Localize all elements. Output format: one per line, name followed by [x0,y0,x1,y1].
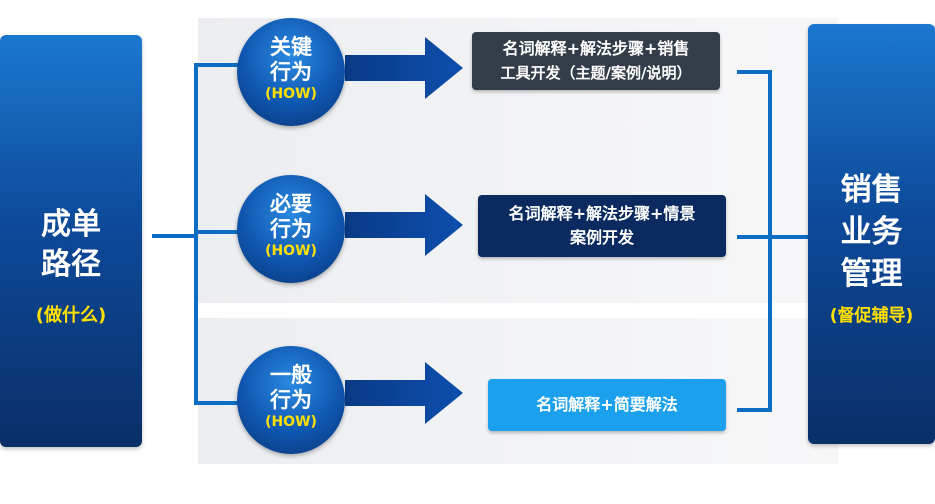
circle-3-line1: 一般 [270,363,312,387]
circle-1-line2: 行为 [270,60,312,84]
box-1-line1: 名词解释+解法步骤+销售 [502,39,690,58]
box-necessary-behavior-content: 名词解释+解法步骤+情景 案例开发 [478,195,726,257]
right-pillar-title-line3: 管理 [840,256,903,292]
box-2-line2: 案例开发 [569,228,634,247]
circle-3-how: (HOW) [265,414,317,430]
circle-3-line2: 行为 [270,388,312,412]
circle-2-how: (HOW) [265,243,317,259]
box-1-line2: 工具开发（主题/案例/说明） [500,64,692,82]
circle-1-line1: 关键 [270,35,312,59]
right-pillar-title-line2: 业务 [840,214,903,250]
circle-2-line2: 行为 [270,217,312,241]
circle-necessary-behavior: 必要 行为 (HOW) [237,175,345,283]
arrow-2 [345,194,463,256]
arrow-3 [345,362,463,424]
circle-1-how: (HOW) [265,86,317,102]
right-pillar-sales-management: 销售 业务 管理 (督促辅导) [808,24,935,444]
circle-key-behavior: 关键 行为 (HOW) [237,18,345,126]
box-general-behavior-content: 名词解释+简要解法 [488,379,726,431]
box-3-line1: 名词解释+简要解法 [536,395,678,414]
left-pillar-order-path: 成单 路径 (做什么) [0,35,142,447]
left-pillar-title-line1: 成单 [41,207,101,242]
right-pillar-subtitle: (督促辅导) [829,306,914,326]
right-pillar-title-line1: 销售 [840,172,903,208]
box-2-line1: 名词解释+解法步骤+情景 [508,204,696,223]
arrow-1 [345,37,463,99]
left-pillar-subtitle: (做什么) [35,305,107,326]
circle-general-behavior: 一般 行为 (HOW) [237,346,345,454]
right-bracket [737,70,772,412]
left-pillar-title-line2: 路径 [41,247,101,282]
box-key-behavior-content: 名词解释+解法步骤+销售 工具开发（主题/案例/说明） [472,32,720,90]
circle-2-line1: 必要 [270,192,312,216]
